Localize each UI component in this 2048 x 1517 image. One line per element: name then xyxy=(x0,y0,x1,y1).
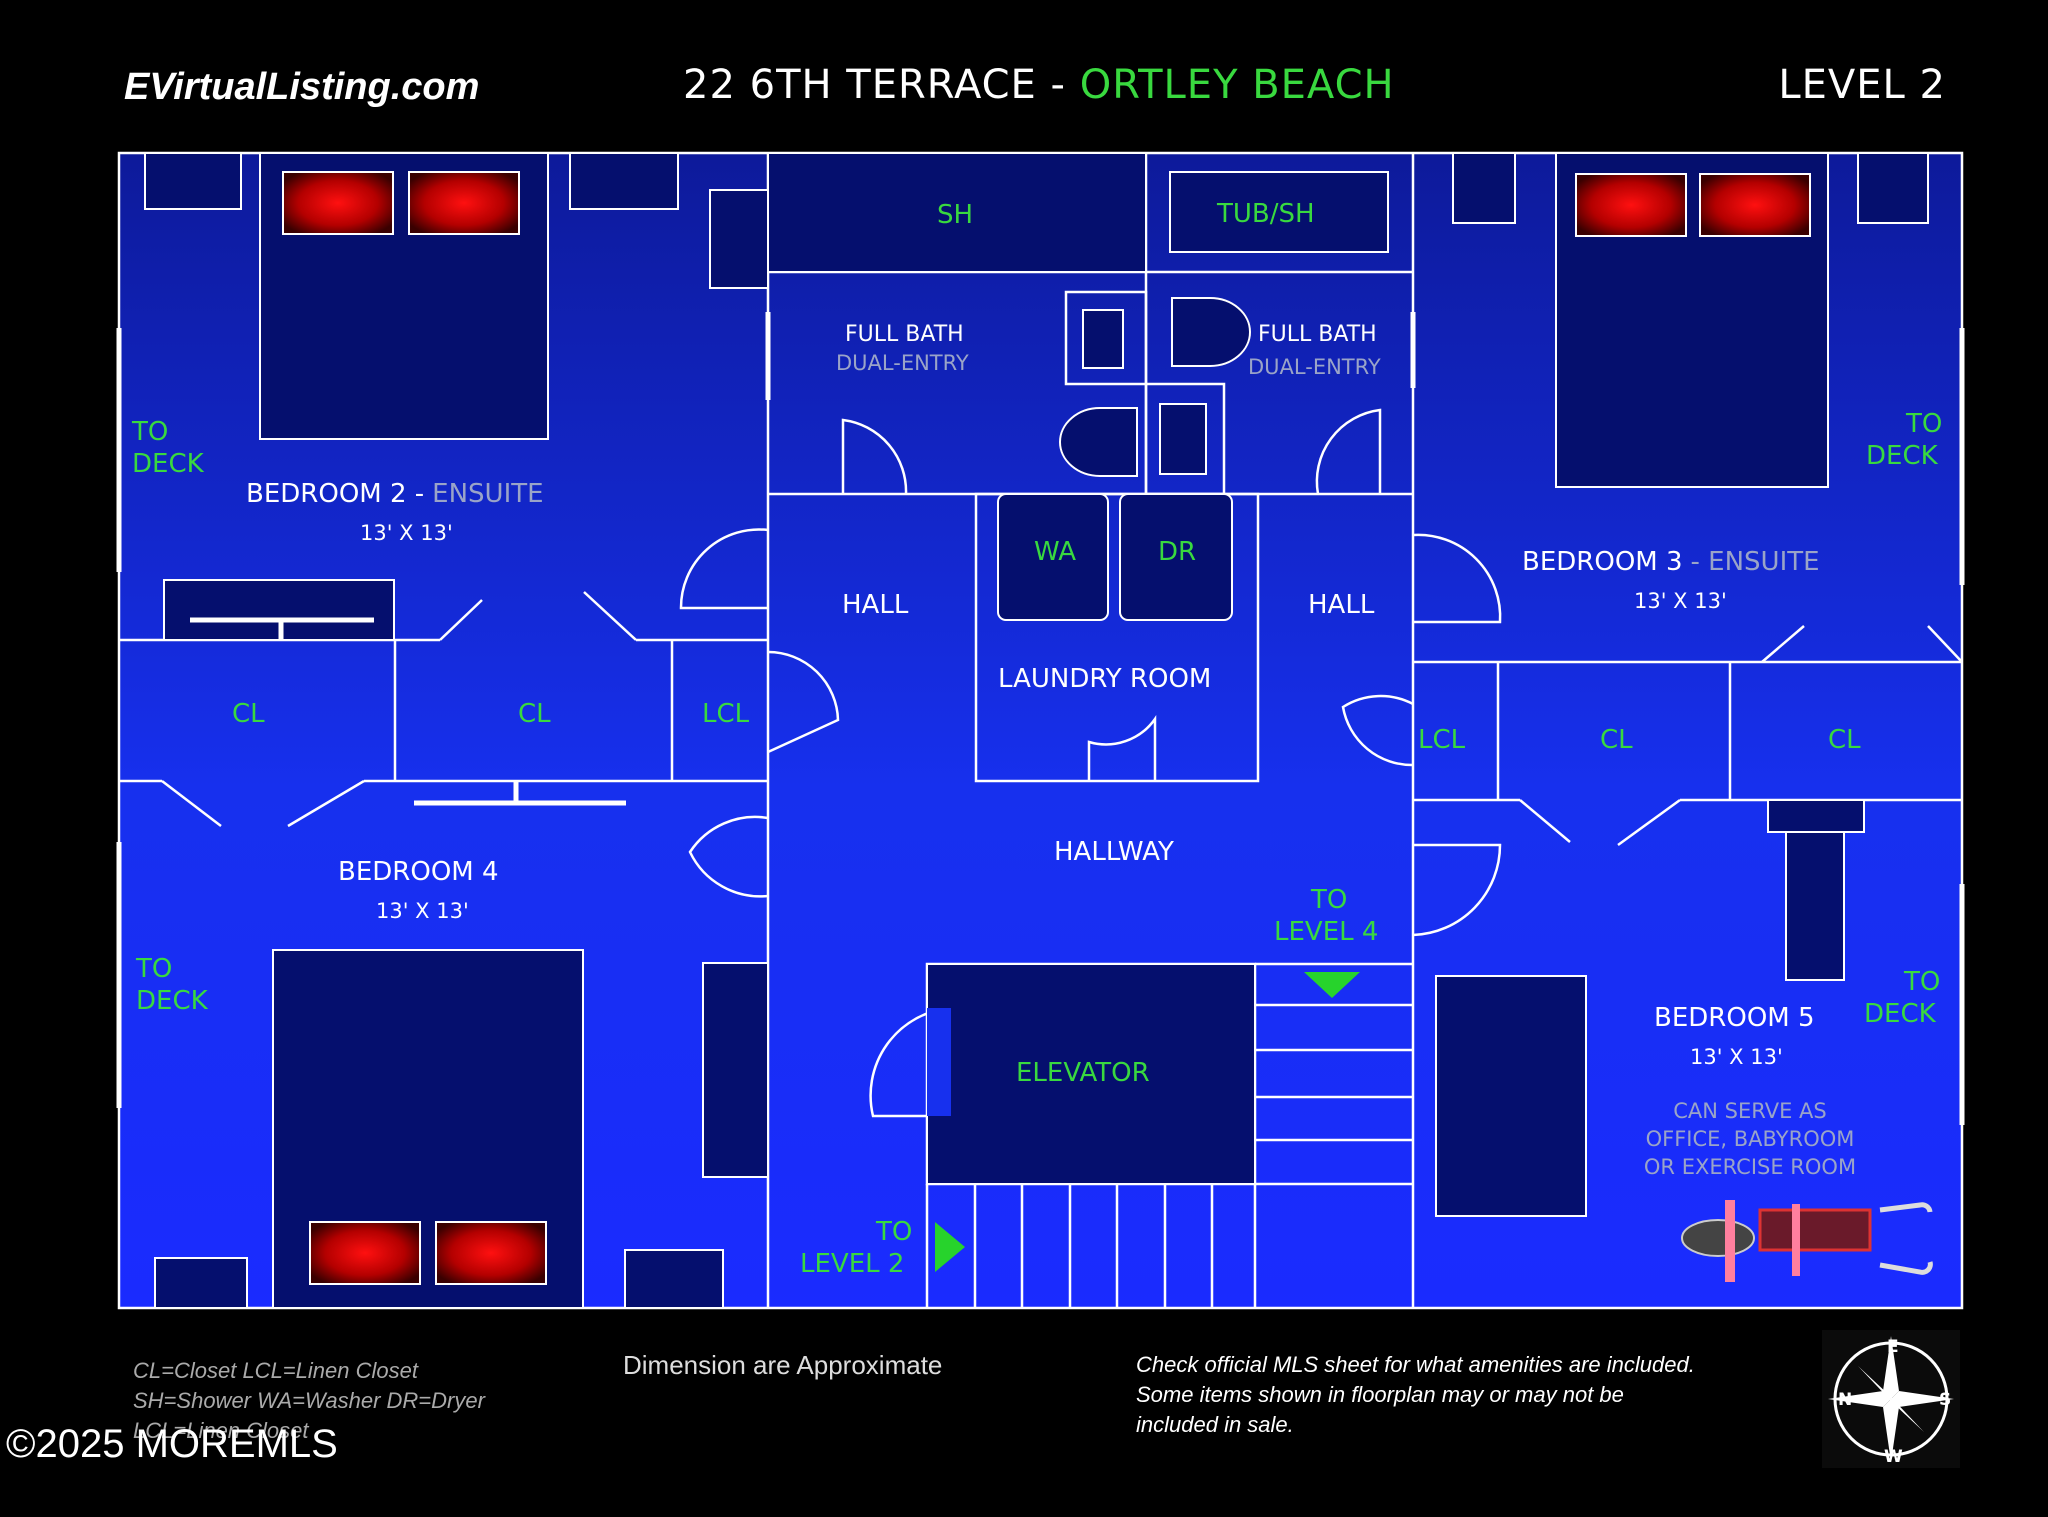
compass-s: S xyxy=(1939,1390,1951,1410)
closet-rods xyxy=(190,617,626,806)
dual-entry-left-label: DUAL-ENTRY xyxy=(836,351,969,375)
legend-line: CL=Closet LCL=Linen Closet xyxy=(133,1358,418,1383)
legend-line: SH=Shower WA=Washer DR=Dryer xyxy=(133,1388,485,1413)
dual-entry-right-label: DUAL-ENTRY xyxy=(1248,355,1381,379)
mls-disclaimer: Check official MLS sheet for what amenit… xyxy=(1136,1352,1695,1437)
to-deck-label: DECK xyxy=(136,986,209,1016)
address: 22 6TH TERRACE - xyxy=(683,62,1066,108)
to-level4-label: TO xyxy=(1310,885,1347,915)
exercise-bike-icon xyxy=(1681,1200,1933,1282)
compass-w: W xyxy=(1884,1447,1903,1467)
closet-label: CL xyxy=(1828,725,1861,755)
full-bath-left-label: FULL BATH xyxy=(845,322,964,347)
pillows xyxy=(282,171,1811,1285)
laundry-label: LAUNDRY ROOM xyxy=(998,664,1211,694)
page-title: 22 6TH TERRACE - ORTLEY BEACH xyxy=(683,62,1395,108)
tub-shower-label: TUB/SH xyxy=(1216,199,1315,229)
elevator-notch xyxy=(927,1008,951,1116)
town: ORTLEY BEACH xyxy=(1079,62,1395,108)
toilet xyxy=(1171,297,1251,367)
deck-door-marks xyxy=(116,312,1965,1125)
compass-n: N xyxy=(1838,1390,1852,1410)
bedroom5-note-line: OR EXERCISE ROOM xyxy=(1644,1155,1856,1179)
level-label: LEVEL 2 xyxy=(1778,62,1946,108)
bedroom5-note-line: CAN SERVE AS xyxy=(1673,1099,1826,1123)
bedroom2-label: BEDROOM 2 -ENSUITE xyxy=(246,479,544,509)
bedroom5-dims: 13' X 13' xyxy=(1690,1045,1783,1069)
hall-right-label: HALL xyxy=(1308,590,1375,620)
hall-left-label: HALL xyxy=(842,590,909,620)
approx-note: Dimension are Approximate xyxy=(623,1350,943,1380)
to-deck-label: TO xyxy=(135,954,172,984)
to-deck-label: TO xyxy=(1903,967,1940,997)
bedroom3-label: BEDROOM 3- ENSUITE xyxy=(1522,547,1820,577)
closet-label: CL xyxy=(1600,725,1633,755)
linen-closet-label: LCL xyxy=(702,699,750,729)
bedroom4-label: BEDROOM 4 xyxy=(338,857,499,887)
door-swings xyxy=(161,408,1963,1118)
to-deck-label: DECK xyxy=(132,449,205,479)
washer-label: WA xyxy=(1034,537,1076,567)
compass-icon: E N S W xyxy=(1822,1330,1960,1468)
elevator-label: ELEVATOR xyxy=(1016,1058,1150,1088)
to-deck-label: DECK xyxy=(1866,441,1939,471)
to-deck-label: TO xyxy=(1905,409,1942,439)
shower-label: SH xyxy=(937,200,973,230)
toilet xyxy=(1059,407,1138,477)
to-level4-label: LEVEL 4 xyxy=(1274,917,1378,947)
hallway-label: HALLWAY xyxy=(1054,837,1174,867)
to-deck-label: DECK xyxy=(1864,999,1937,1029)
legend-line: LCL=Linen Closet xyxy=(133,1418,309,1443)
bedroom3-dims: 13' X 13' xyxy=(1634,589,1727,613)
to-deck-label: TO xyxy=(131,417,168,447)
dryer-label: DR xyxy=(1158,537,1196,567)
linen-closet-label: LCL xyxy=(1418,725,1466,755)
down-arrow-icon xyxy=(1304,972,1360,998)
legend: CL=Closet LCL=Linen Closet SH=Shower WA=… xyxy=(133,1356,485,1446)
bedroom2-dims: 13' X 13' xyxy=(360,521,453,545)
full-bath-right-label: FULL BATH xyxy=(1258,322,1377,347)
site-name: EVirtualListing.com xyxy=(124,66,480,108)
bedroom4-dims: 13' X 13' xyxy=(376,899,469,923)
to-level2-label: LEVEL 2 xyxy=(800,1249,904,1279)
closet-label: CL xyxy=(232,699,265,729)
compass-e: E xyxy=(1887,1337,1899,1357)
to-level2-label: TO xyxy=(875,1217,912,1247)
bedroom5-note-line: OFFICE, BABYROOM xyxy=(1646,1127,1855,1151)
right-arrow-icon xyxy=(935,1222,965,1272)
closet-label: CL xyxy=(518,699,551,729)
bedroom5-label: BEDROOM 5 xyxy=(1654,1003,1815,1033)
copyright: ©2025 MOREMLS xyxy=(6,1422,338,1466)
